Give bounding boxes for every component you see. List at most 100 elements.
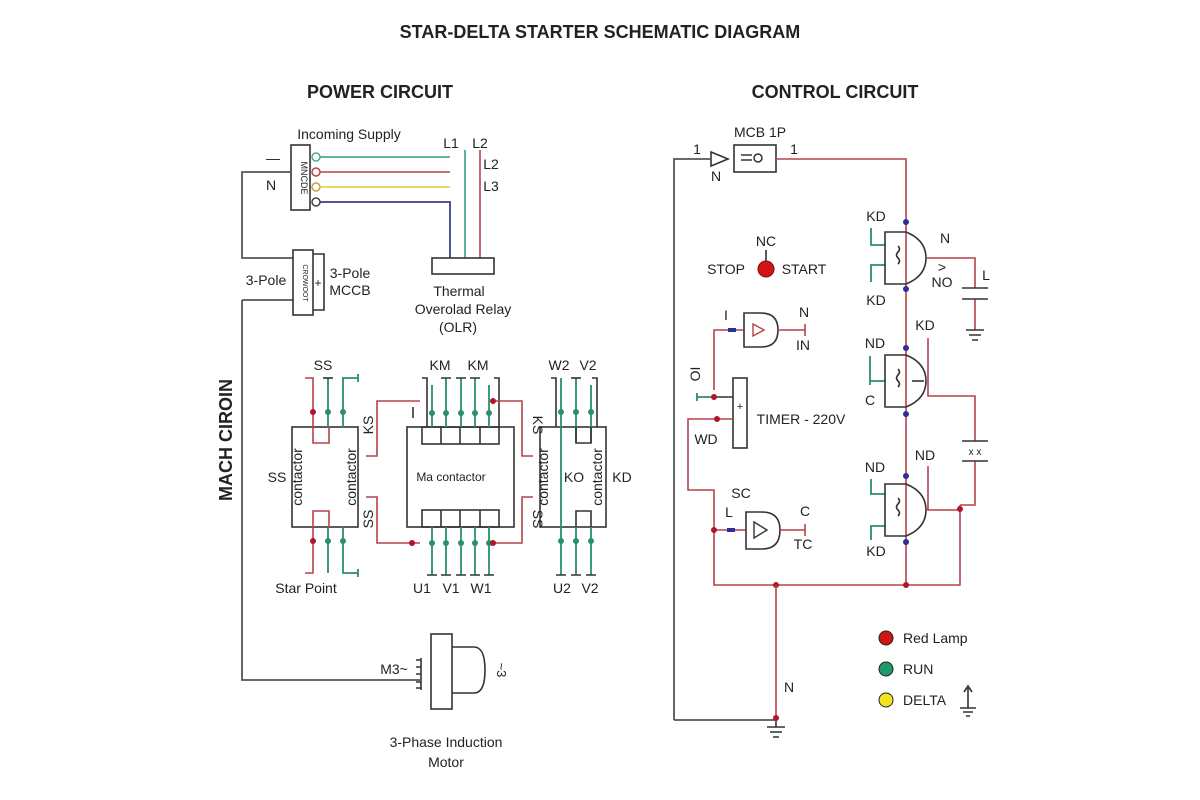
mccb-block bbox=[292, 249, 314, 316]
terminal-l2 bbox=[311, 167, 321, 177]
side-label: MACH CIROIN bbox=[216, 379, 236, 501]
main-contactor-label: Ma contactor bbox=[416, 470, 485, 484]
coil-3: ND ND KD bbox=[865, 447, 963, 559]
delta-inner-right: contactor bbox=[589, 448, 605, 506]
delta-top-brackets bbox=[551, 377, 598, 427]
coil3-output-wire bbox=[926, 466, 960, 511]
coil1-no-label: NO bbox=[932, 274, 953, 290]
star-left-label: SS bbox=[268, 469, 287, 485]
wire-star-ks-to-main bbox=[366, 400, 420, 457]
mccb-handle bbox=[313, 253, 325, 311]
main-top-node-5 bbox=[486, 410, 492, 416]
coil1-capacitor bbox=[962, 287, 988, 300]
star-bottom-notch bbox=[312, 510, 330, 527]
gate1-buffer-icon bbox=[752, 322, 766, 338]
coil1-winding-icon bbox=[895, 245, 901, 265]
gate2-input-junction bbox=[711, 527, 717, 533]
motor: M3~ ~3 3-Phase Induction Motor bbox=[380, 633, 509, 770]
olr-label-3: (OLR) bbox=[439, 319, 477, 335]
control-circuit: MCB 1P 1 1 N NC STOP START I N IN + bbox=[673, 124, 990, 738]
delta-ss-label: SS bbox=[530, 510, 546, 529]
star-node-g1-top bbox=[325, 409, 331, 415]
control-right-rail bbox=[776, 158, 907, 585]
contact-xx-plates bbox=[962, 440, 988, 462]
coil1-top-label: KD bbox=[866, 208, 885, 224]
delta-green-bottom bbox=[560, 527, 592, 575]
nc-label: NC bbox=[756, 233, 776, 249]
coil2-node-top bbox=[903, 345, 909, 351]
mcb-input-arrow bbox=[710, 150, 731, 168]
legend-label-red-lamp: Red Lamp bbox=[903, 630, 968, 646]
delta-bottom-label-v2: V2 bbox=[581, 580, 598, 596]
coil3-top-right-label: ND bbox=[915, 447, 935, 463]
star-node-g1-bottom bbox=[325, 538, 331, 544]
legend-swatch-red-lamp bbox=[878, 630, 894, 646]
delta-top-node-3 bbox=[588, 409, 594, 415]
star-node-g2-bottom bbox=[340, 538, 346, 544]
delta-bottom-label-u2: U2 bbox=[553, 580, 571, 596]
star-ss-label: SS bbox=[360, 510, 376, 529]
star-inner-right: contactor bbox=[343, 448, 359, 506]
coil1-output-wire bbox=[926, 257, 976, 330]
diagram-title: STAR-DELTA STARTER SCHEMATIC DIAGRAM bbox=[400, 22, 801, 42]
main-bottom-label-u1: U1 bbox=[413, 580, 431, 596]
main-bottom-label-w1: W1 bbox=[471, 580, 492, 596]
control-mcb-label: MCB 1P bbox=[734, 124, 786, 140]
delta-ks-label: KS bbox=[530, 416, 546, 435]
coil1-bottom-label: KD bbox=[866, 292, 885, 308]
legend-ground-arrow-icon bbox=[960, 684, 976, 717]
olr-label-1: Thermal bbox=[433, 283, 484, 299]
coil2-bottom-label: C bbox=[865, 392, 875, 408]
wire-mccb-to-motor bbox=[241, 300, 420, 681]
neutral-ground-icon bbox=[767, 721, 785, 738]
motor-side-label: ~3 bbox=[494, 663, 509, 678]
node-main-right-top bbox=[490, 398, 496, 404]
delta-top-label-w2: W2 bbox=[549, 357, 570, 373]
legend-swatch-run bbox=[878, 661, 894, 677]
gate2-body bbox=[745, 511, 781, 550]
delta-top-node-1 bbox=[558, 409, 564, 415]
star-wire-g2-top bbox=[342, 377, 358, 427]
contact-xx-label: x x bbox=[969, 447, 982, 458]
timer-node-2 bbox=[714, 416, 720, 422]
incoming-supply-label: Incoming Supply bbox=[297, 126, 401, 142]
star-node-red-bottom bbox=[310, 538, 316, 544]
timer-to-gate2-wire bbox=[687, 418, 961, 586]
line-label-l2-top: L2 bbox=[472, 135, 488, 151]
motor-caption-1: 3-Phase Induction bbox=[390, 734, 503, 750]
delta-bottom-node-1 bbox=[558, 538, 564, 544]
gate2-out-bottom-label: TC bbox=[794, 536, 813, 552]
main-bottom-label-v1: V1 bbox=[442, 580, 459, 596]
terminal-n bbox=[311, 197, 321, 207]
legend-label-delta: DELTA bbox=[903, 692, 947, 708]
wire-main-to-delta-ks bbox=[493, 400, 533, 457]
star-node-red-top bbox=[310, 409, 316, 415]
star-wire-red-top bbox=[305, 377, 330, 444]
main-bottom-node-4 bbox=[472, 540, 478, 546]
delta-contactor: W2 V2 contactor KO contactor KD KS SS U2… bbox=[530, 357, 632, 596]
legend-swatch-delta bbox=[878, 692, 894, 708]
neutral-label: N bbox=[784, 679, 794, 695]
terminal-l3 bbox=[311, 182, 321, 192]
gate1-out-bottom-label: IN bbox=[796, 337, 810, 353]
timer-block bbox=[732, 377, 748, 449]
olr-block bbox=[431, 257, 495, 275]
motor-terminal-label: M3~ bbox=[380, 661, 408, 677]
wire-mcb-to-mccb bbox=[241, 171, 293, 259]
legend: Red Lamp RUN DELTA bbox=[878, 630, 976, 717]
mcb-in-label: 1 bbox=[693, 141, 701, 157]
delta-inner-mid: KO bbox=[564, 469, 584, 485]
timer-left-top-label: OI bbox=[687, 367, 703, 382]
timer-node-1 bbox=[711, 394, 717, 400]
gate2-input-node bbox=[727, 528, 735, 532]
coil3-green-stubs bbox=[870, 479, 885, 540]
main-top-label-1: KM bbox=[430, 357, 451, 373]
mcb-out-label: 1 bbox=[790, 141, 798, 157]
coil2-output-wire bbox=[927, 338, 976, 506]
main-top-node-2 bbox=[443, 410, 449, 416]
coil1-arrow-label: > bbox=[938, 259, 946, 275]
coil1-ground-icon bbox=[966, 329, 984, 341]
gate1-body bbox=[743, 312, 779, 348]
delta-right-label: KD bbox=[612, 469, 631, 485]
wire-star-ss-to-main bbox=[366, 496, 420, 544]
